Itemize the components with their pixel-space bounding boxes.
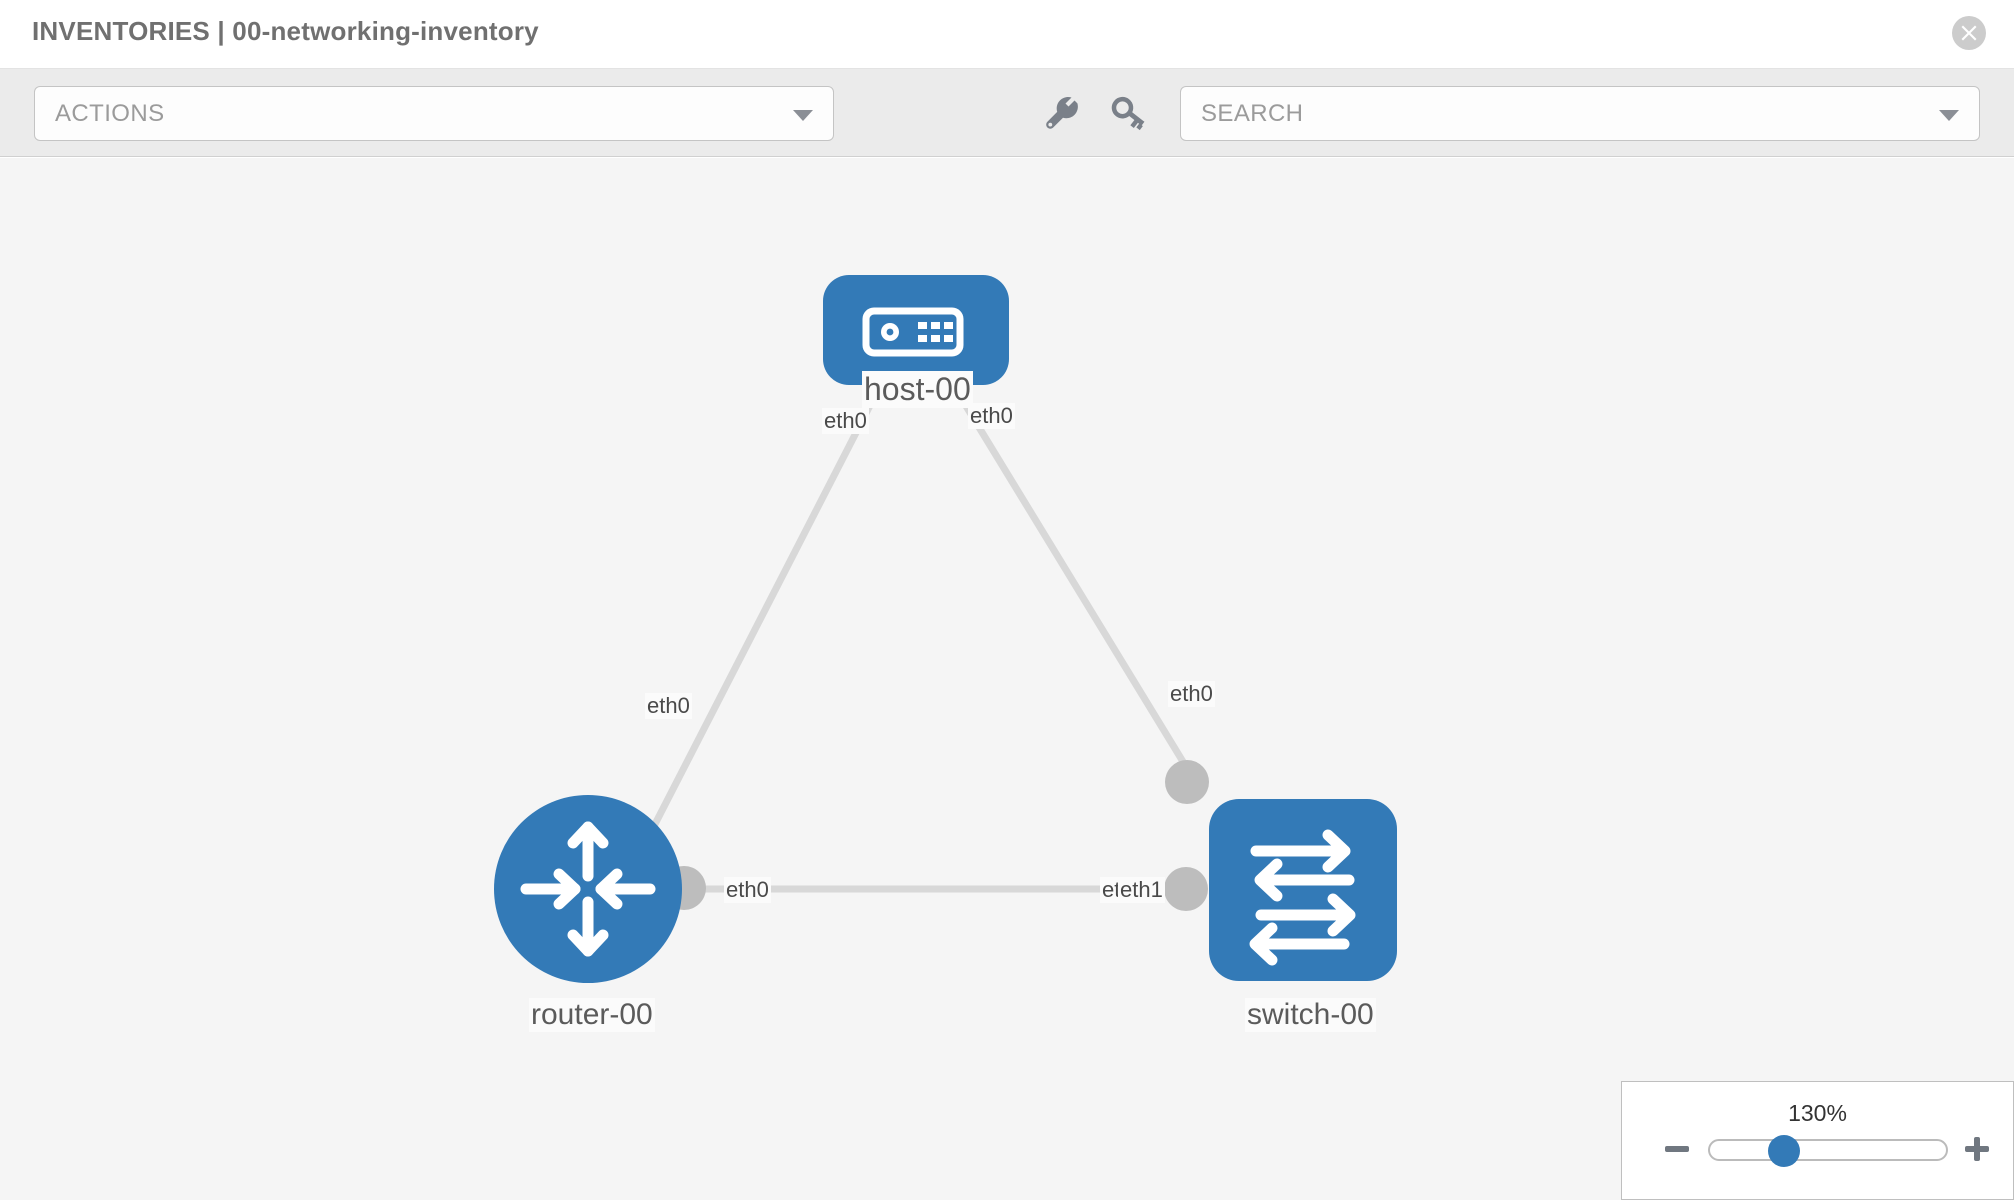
close-button[interactable] <box>1952 16 1986 50</box>
actions-dropdown[interactable]: ACTIONS <box>34 86 834 141</box>
chevron-down-icon <box>793 110 813 121</box>
node-label-router-00: router-00 <box>529 998 655 1032</box>
switch-arrows-icon <box>1249 829 1356 966</box>
close-icon <box>1961 25 1977 41</box>
zoom-out-button[interactable] <box>1662 1134 1692 1164</box>
key-button[interactable] <box>1110 96 1150 132</box>
node-switch-00[interactable] <box>1209 799 1397 981</box>
iface-label-switch00-uplink: eth0 <box>1168 681 1215 707</box>
topology-links <box>648 386 1199 893</box>
actions-dropdown-label: ACTIONS <box>55 100 165 127</box>
iface-label-host00-right: eth0 <box>968 403 1015 429</box>
connector-switch00-top[interactable] <box>1165 760 1209 804</box>
node-host-00[interactable] <box>823 275 1009 385</box>
chevron-down-icon <box>1939 110 1959 121</box>
zoom-in-button[interactable] <box>1962 1134 1992 1164</box>
link-host00-switch00[interactable] <box>952 386 1199 785</box>
iface-label-switch00-left-b: eth1 <box>1118 877 1165 903</box>
zoom-percent-label: 130% <box>1788 1100 1847 1126</box>
node-label-host-00: host-00 <box>862 371 973 408</box>
iface-label-router00-uplink: eth0 <box>645 693 692 719</box>
zoom-control-panel: 130% <box>1621 1081 2014 1200</box>
connector-switch00-left[interactable] <box>1164 867 1208 911</box>
node-router-00-shape[interactable] <box>494 795 682 983</box>
page-title: INVENTORIES | 00-networking-inventory <box>32 16 539 46</box>
link-host00-router00[interactable] <box>648 386 883 832</box>
iface-label-router00-right: eth0 <box>724 877 771 903</box>
page-header: INVENTORIES | 00-networking-inventory <box>0 0 2014 69</box>
router-arrows-icon <box>520 821 656 957</box>
zoom-slider-track[interactable] <box>1708 1139 1948 1161</box>
topology-graph <box>494 275 1397 983</box>
node-label-switch-00: switch-00 <box>1245 998 1376 1032</box>
toolbar: ACTIONS SEARCH <box>0 69 2014 157</box>
wrench-icon <box>1046 97 1078 129</box>
search-input-placeholder: SEARCH <box>1201 100 1304 127</box>
node-host-00-shape[interactable] <box>823 275 1009 385</box>
node-switch-00-shape[interactable] <box>1209 799 1397 981</box>
plus-icon <box>1965 1137 1989 1161</box>
server-icon <box>862 307 964 357</box>
zoom-slider-thumb[interactable] <box>1768 1135 1800 1167</box>
iface-label-host00-left: eth0 <box>822 408 869 434</box>
interface-connectors <box>662 364 1209 911</box>
search-dropdown[interactable]: SEARCH <box>1180 86 1980 141</box>
key-icon <box>1111 96 1145 131</box>
wrench-button[interactable] <box>1043 96 1083 132</box>
minus-icon <box>1665 1146 1689 1152</box>
topology-canvas[interactable]: host-00 router-00 switch-00 eth0 eth0 et… <box>0 158 2014 1200</box>
node-router-00[interactable] <box>494 795 682 983</box>
